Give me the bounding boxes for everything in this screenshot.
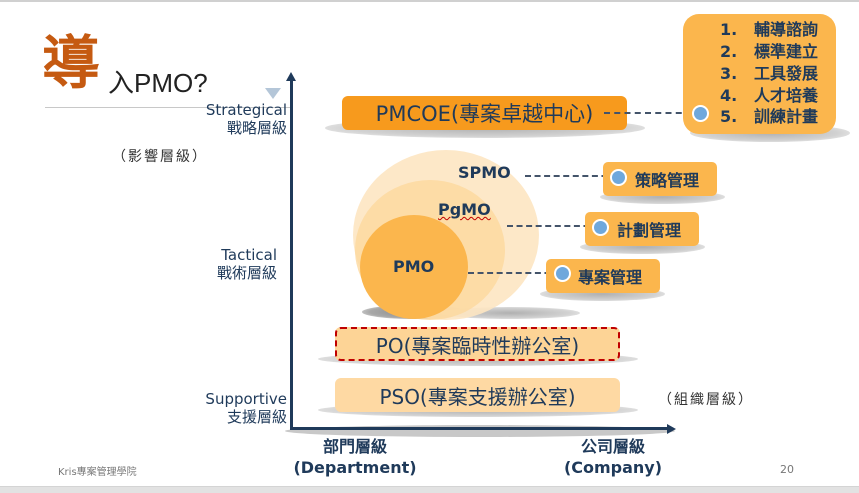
pmo-circle [360,215,468,319]
tag-strategy-management: 策略管理 [603,162,717,196]
spmo-connector [525,175,617,177]
y-axis [290,78,293,429]
bullet-dot-icon [610,169,627,186]
pmcoe-bar: PMCOE(專案卓越中心) [342,96,627,130]
x-level-en: (Department) [293,458,417,477]
arrow-up-icon [286,72,296,81]
list-item: 2.標準建立 [720,42,819,61]
list-item: 3.工具發展 [720,64,819,83]
bottom-border [0,486,859,493]
pmo-label: PMO [393,257,435,276]
bullet-dot-icon [554,265,571,282]
y-level-strategical: Strategical 戰略層級 [190,101,287,137]
x-level-zh: 公司層級 [580,437,645,456]
x-level-department: 部門層級 (Department) [290,436,420,478]
y-level-zh: 戰術層級 [216,264,277,282]
y-level-zh: 戰略層級 [226,119,287,137]
y-level-en: Tactical [221,246,277,264]
title-underline [45,107,290,108]
arrow-right-icon [667,424,676,434]
org-level-note: （組織層級） [658,392,754,408]
pgmo-label: PgMO [438,200,491,219]
top-border [0,0,859,2]
influence-level-note: （影響層級） [112,149,208,165]
list-item: 1.輔導諮詢 [720,20,819,39]
pso-bar: PSO(專案支援辦公室) [335,378,620,412]
footer-brand: Kris專案管理學院 [58,467,137,478]
spmo-label: SPMO [458,163,511,182]
pmcoe-connector [604,112,692,114]
y-level-supportive: Supportive 支援層級 [190,390,287,426]
triangle-down-icon [265,88,281,99]
list-item: 4.人才培養 [720,86,819,105]
pmo-connector [468,272,560,274]
x-axis [290,427,670,430]
po-bar: PO(專案臨時性辦公室) [335,327,620,361]
page-number: 20 [780,463,794,476]
y-level-zh: 支援層級 [226,408,287,426]
x-level-company: 公司層級 (Company) [548,436,678,478]
y-level-en: Strategical [205,101,287,119]
list-item: 5.訓練計畫 [720,107,819,126]
title-big-char: 導 [42,29,101,97]
bullet-dot-icon [692,105,709,122]
y-level-tactical: Tactical 戰術層級 [190,246,277,282]
bullet-dot-icon [592,219,609,236]
title-text: 入PMO? [108,68,208,98]
y-level-en: Supportive [205,390,287,408]
pgmo-connector [507,225,599,227]
x-level-en: (Company) [563,458,663,477]
x-level-zh: 部門層級 [322,437,387,456]
